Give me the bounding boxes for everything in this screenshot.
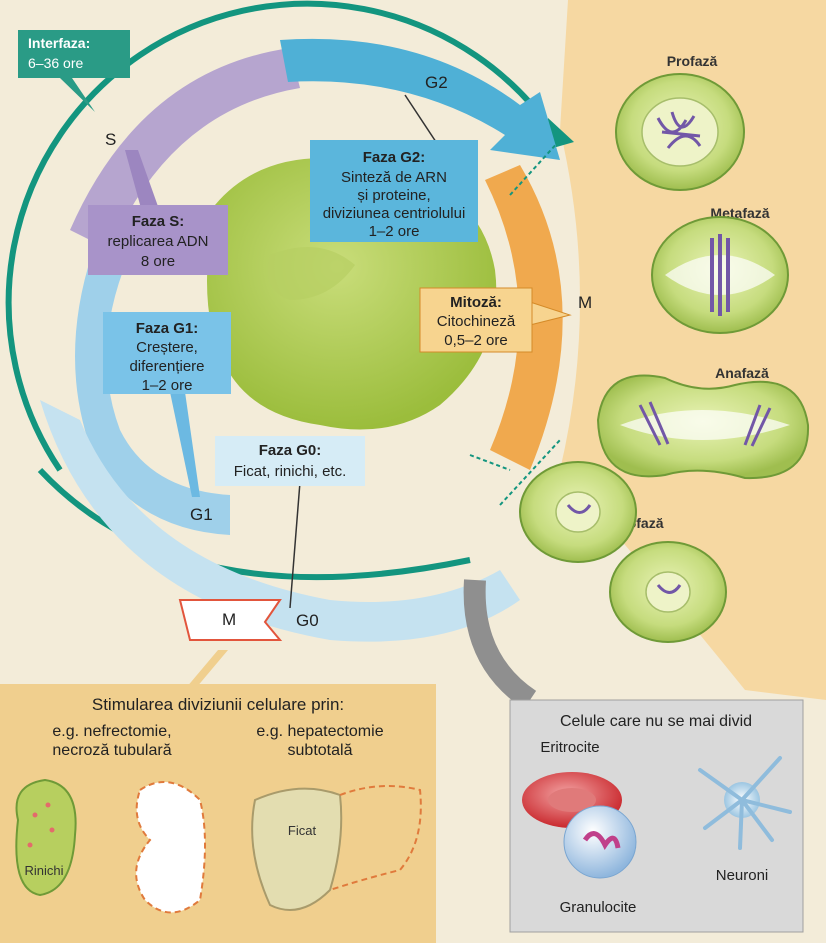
g2-line-1: Sinteză de ARN	[341, 169, 447, 186]
nondividing-box: Celule care nu se mai divid Eritrocite G…	[510, 700, 803, 932]
kidney-outline	[136, 782, 205, 913]
example1-line-1: e.g. nefrectomie,	[52, 723, 171, 740]
prophase-label: Profază	[667, 53, 718, 69]
neurons-label: Neuroni	[716, 867, 769, 884]
granulocyte-cell	[564, 806, 636, 878]
example2-line-1: e.g. hepatectomie	[256, 723, 383, 740]
mitosis-line-2: 0,5–2 ore	[444, 332, 507, 349]
kidney-dot	[28, 843, 33, 848]
label-m-small: M	[222, 610, 236, 629]
g0-line-1: Ficat, rinichi, etc.	[234, 463, 347, 480]
label-s: S	[105, 130, 116, 149]
liver-shape	[252, 789, 341, 910]
label-g2: G2	[425, 73, 448, 92]
g1-line-1: Creștere,	[136, 339, 198, 356]
g0-title: Faza G0:	[259, 442, 322, 459]
label-g0: G0	[296, 611, 319, 630]
mitosis-line-1: Citochineză	[437, 313, 516, 330]
g1-line-2: diferențiere	[129, 358, 204, 375]
g2-line-3: diviziunea centriolului	[323, 205, 466, 222]
g2-line-4: 1–2 ore	[369, 223, 420, 240]
g2-title: Faza G2:	[363, 149, 426, 166]
kidney-dot	[33, 813, 38, 818]
s-title: Faza S:	[132, 213, 185, 230]
s-line-1: replicarea ADN	[108, 233, 209, 250]
interphase-duration: 6–36 ore	[28, 55, 83, 71]
stimulation-title: Stimularea diviziunii celulare prin:	[92, 695, 344, 714]
label-g1: G1	[190, 505, 213, 524]
anaphase-label: Anafază	[715, 365, 769, 381]
kidney-label: Rinichi	[24, 863, 63, 878]
mitosis-title: Mitoză:	[450, 294, 502, 311]
m-small-arrow: M	[180, 600, 280, 640]
s-line-2: 8 ore	[141, 253, 175, 270]
nondividing-title: Celule care nu se mai divid	[560, 713, 752, 730]
granulocytes-label: Granulocite	[560, 899, 637, 916]
g1-line-3: 1–2 ore	[142, 377, 193, 394]
g2-line-2: și proteine,	[357, 187, 430, 204]
stimulation-box: Stimularea diviziunii celulare prin: e.g…	[0, 650, 436, 943]
example1-line-2: necroză tubulară	[52, 742, 171, 759]
erythrocytes-label: Eritrocite	[540, 739, 599, 756]
g1-title: Faza G1:	[136, 320, 199, 337]
example2-line-2: subtotală	[288, 742, 353, 759]
label-m: M	[578, 293, 592, 312]
kidney-dot	[46, 803, 51, 808]
interphase-title: Interfaza:	[28, 35, 90, 51]
liver-label: Ficat	[288, 823, 317, 838]
kidney-dot	[50, 828, 55, 833]
